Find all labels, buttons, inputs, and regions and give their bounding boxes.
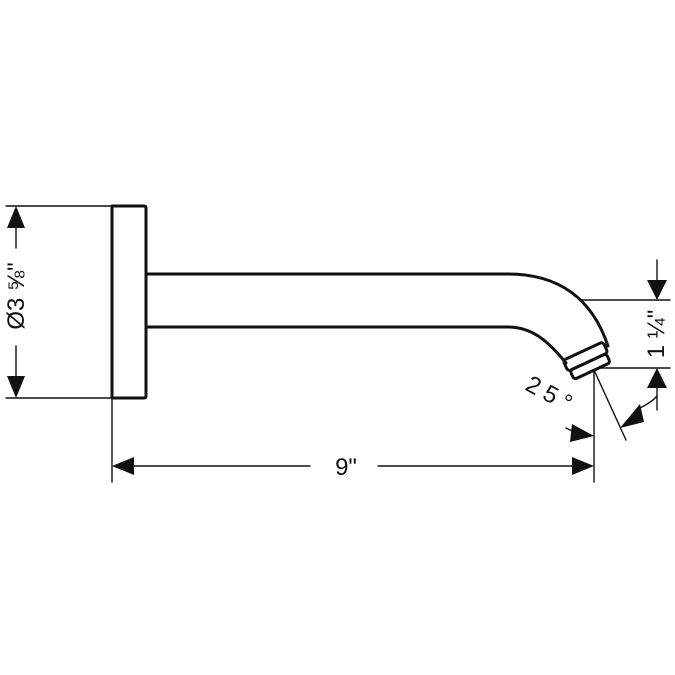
length-arrow-right — [572, 457, 594, 475]
wall-flange — [110, 204, 148, 400]
drop-arrow-bottom — [647, 368, 667, 388]
length-label: 9" — [335, 454, 357, 481]
spout-upper-outline — [144, 272, 610, 348]
spout-lower-outline — [144, 325, 568, 365]
diameter-arrow-bottom — [7, 376, 25, 398]
angle-arc-right — [639, 395, 658, 409]
diameter-label: Ø3 ⅝" — [3, 262, 30, 329]
drop-arrow-top — [647, 280, 667, 300]
aerator-nozzle — [562, 341, 611, 381]
diameter-arrow-top — [7, 206, 25, 228]
angle-ext-line — [593, 369, 627, 441]
angle-arrow-right — [620, 404, 644, 428]
length-arrow-left — [112, 457, 134, 475]
angle-arrow-left — [570, 424, 594, 442]
drop-label: 1 ¼" — [643, 310, 670, 359]
